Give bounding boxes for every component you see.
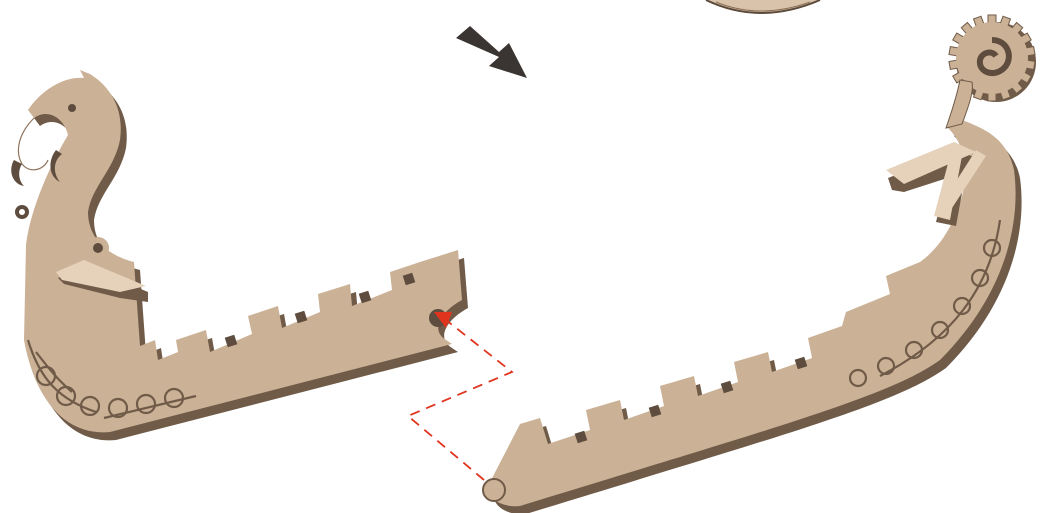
gear-spiral-stern (945, 14, 1036, 129)
right-cross-brace (886, 142, 986, 226)
dragon-head-detail (11, 104, 109, 259)
hull-half-left (11, 70, 468, 441)
assembly-guide (406, 312, 514, 481)
right-joint-tab (482, 478, 506, 502)
detail-callout-circle (705, 0, 821, 14)
right-rail-slots (574, 356, 808, 444)
left-hull-face (24, 70, 462, 433)
left-rail-slots (224, 272, 416, 348)
left-fretwork (26, 339, 197, 420)
hull-half-right (482, 14, 1036, 513)
right-hull-face (487, 118, 1016, 507)
left-cross-brace (56, 260, 148, 302)
direction-arrow (456, 26, 527, 78)
right-fretwork (848, 219, 1002, 388)
